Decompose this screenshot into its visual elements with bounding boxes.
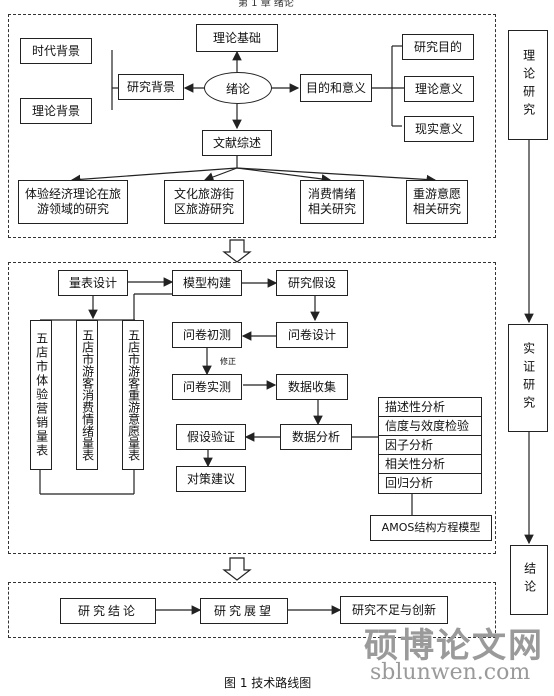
section-intro-frame: [8, 14, 496, 238]
theory-basis-box: 理论基础: [196, 24, 278, 52]
analysis-methods-list: 描述性分析 信度与效度检验 因子分析 相关性分析 回归分析: [378, 397, 482, 494]
data-collection-box: 数据收集: [276, 374, 348, 400]
practical-meaning-box: 现实意义: [404, 116, 474, 142]
data-analysis-box: 数据分析: [280, 424, 352, 450]
literature-review-box: 文献综述: [202, 130, 272, 156]
section-conclusion-frame: [8, 582, 496, 638]
watermark-logo: 硕博论文网: [364, 626, 544, 666]
figure-caption: 图 1 技术路线图: [224, 676, 312, 690]
questionnaire-design-box: 问卷设计: [276, 322, 348, 348]
questionnaire-survey-box: 问卷实测: [172, 374, 242, 400]
research-purpose-box: 研究目的: [402, 34, 474, 60]
scale-experience-marketing-box: 五店市体验营销量表: [30, 320, 52, 470]
purpose-meaning-box: 目的和意义: [300, 74, 372, 102]
research-outlook-box: 研究展望: [200, 598, 288, 624]
section-empirical-frame: [8, 262, 496, 554]
hypothesis-test-box: 假设验证: [176, 424, 246, 450]
countermeasure-box: 对策建议: [176, 466, 246, 492]
method-correlation: 相关性分析: [379, 455, 481, 474]
research-hypothesis-box: 研究假设: [276, 270, 348, 296]
method-descriptive: 描述性分析: [379, 398, 481, 417]
research-conclusion-box: 研究结论: [60, 598, 156, 624]
lit-consumption-emotion-box: 消费情绪相关研究: [300, 180, 364, 224]
theory-background-box: 理论背景: [20, 98, 92, 124]
theoretical-meaning-box: 理论意义: [404, 76, 474, 102]
side-empirical-box: 实证研究: [508, 324, 548, 432]
amos-sem-box: AMOS结构方程模型: [370, 515, 492, 541]
side-conclusion-box: 结论: [510, 545, 548, 615]
revise-label: 修正: [220, 357, 236, 366]
method-reliability-validity: 信度与效度检验: [379, 417, 481, 436]
questionnaire-pretest-box: 问卷初测: [172, 322, 242, 348]
page-header: 第 1 章 绪论: [238, 0, 294, 9]
scale-consumption-emotion-box: 五店市游客消费情绪量表: [76, 320, 98, 470]
intro-center-ellipse: 绪论: [204, 72, 272, 104]
era-background-box: 时代背景: [20, 38, 92, 64]
scale-design-box: 量表设计: [58, 270, 128, 296]
lit-experience-economy-box: 体验经济理论在旅游领域的研究: [18, 180, 128, 224]
lit-cultural-street-box: 文化旅游街区旅游研究: [164, 180, 244, 224]
model-building-box: 模型构建: [172, 270, 242, 296]
method-regression: 回归分析: [379, 474, 481, 493]
lit-revisit-intention-box: 重游意愿相关研究: [406, 180, 468, 224]
method-factor: 因子分析: [379, 436, 481, 455]
research-limits-box: 研究不足与创新: [340, 596, 448, 624]
research-background-box: 研究背景: [118, 74, 184, 100]
side-theory-box: 理论研究: [508, 30, 548, 140]
watermark-url: sblunwen.com: [370, 660, 531, 685]
scale-revisit-intention-box: 五店市游客重游意愿量表: [122, 320, 144, 470]
